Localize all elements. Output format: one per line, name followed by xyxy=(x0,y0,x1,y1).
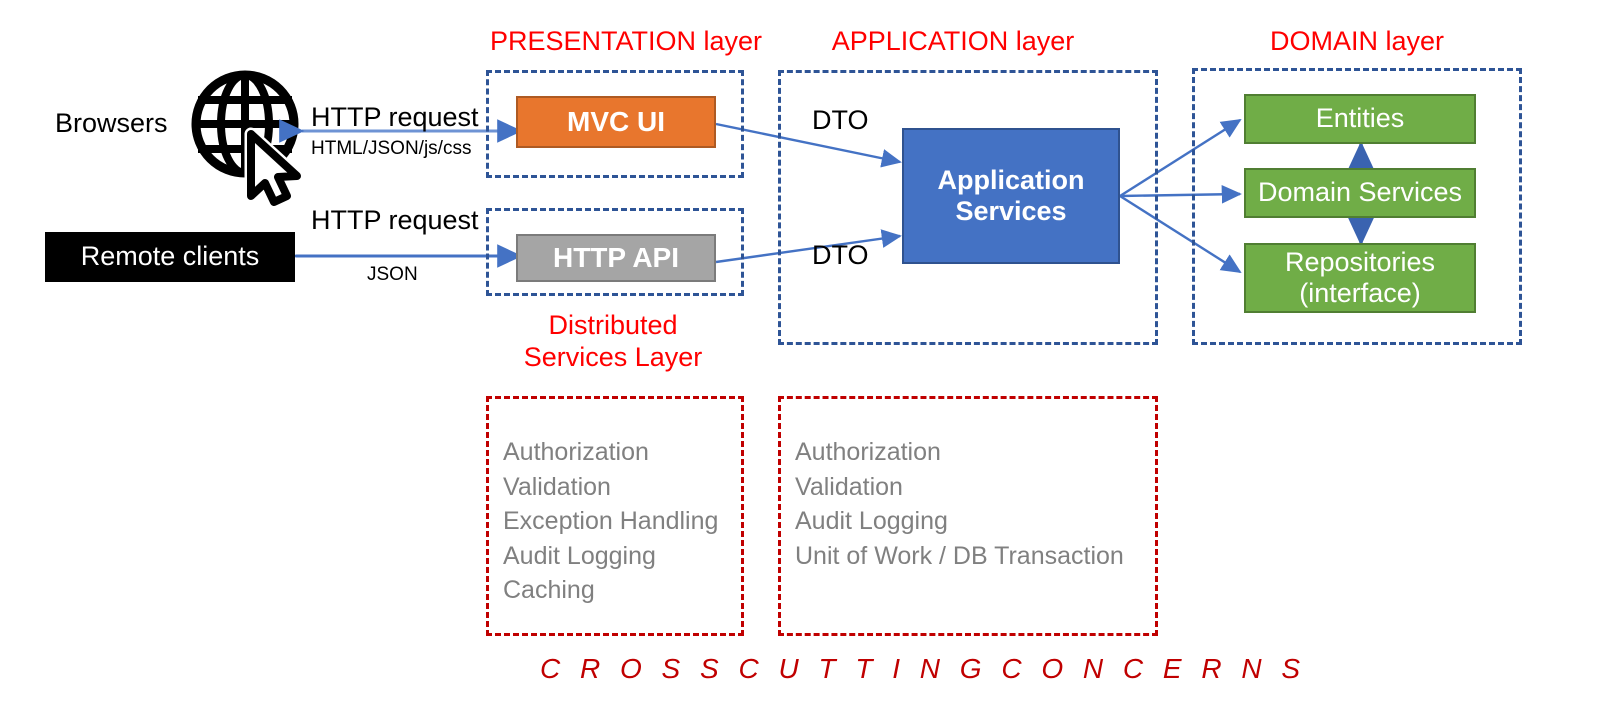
presentation-layer-api-container xyxy=(486,208,744,296)
crosscutting-footer-label: C R O S S C U T T I N G C O N C E R N S xyxy=(540,653,1307,684)
label-dto-bottom: DTO xyxy=(812,240,869,270)
crosscutting-list-application: Authorization Validation Audit Logging U… xyxy=(795,435,1155,573)
label-browser-response: HTML/JSON/js/css xyxy=(311,138,472,159)
component-mvc-ui[interactable]: MVC UI xyxy=(516,96,716,148)
globe-cursor-icon xyxy=(191,70,304,209)
crosscutting-item: Validation xyxy=(503,472,611,501)
crosscutting-box-distributed-services: Authorization Validation Exception Handl… xyxy=(486,396,744,636)
repositories-label-line1: Repositories xyxy=(1284,246,1436,277)
repositories-label-line2: (interface) xyxy=(1299,278,1421,308)
browsers-label: Browsers xyxy=(55,108,168,138)
layer-caption-application: APPLICATION layer xyxy=(831,26,1075,56)
crosscutting-item: Authorization xyxy=(503,438,649,466)
crosscutting-item: Audit Logging xyxy=(503,541,656,570)
crosscutting-item: Validation xyxy=(795,472,903,501)
layer-caption-domain: DOMAIN layer xyxy=(1269,26,1445,56)
remote-clients-block: Remote clients xyxy=(45,232,295,282)
crosscutting-item: Audit Logging xyxy=(795,507,948,535)
crosscutting-item: Caching xyxy=(503,576,595,604)
component-entities[interactable]: Entities xyxy=(1244,94,1476,144)
crosscutting-item: Exception Handling xyxy=(503,507,719,535)
component-http-api[interactable]: HTTP API xyxy=(516,234,716,282)
layer-caption-presentation: PRESENTATION layer xyxy=(490,26,763,56)
application-layer-container xyxy=(778,70,1158,345)
label-remote-http-request: HTTP request xyxy=(311,205,479,235)
layer-caption-distributed-services: Distributed Services Layer xyxy=(523,310,703,372)
component-repositories[interactable]: Repositories (interface) xyxy=(1244,243,1476,313)
component-domain-services[interactable]: Domain Services xyxy=(1244,168,1476,218)
domain-layer-container xyxy=(1192,68,1522,345)
crosscutting-item: Authorization xyxy=(795,438,941,466)
label-remote-response: JSON xyxy=(367,264,418,285)
label-browser-http-request: HTTP request xyxy=(311,102,479,132)
crosscutting-item: Unit of Work / DB Transaction xyxy=(795,541,1124,570)
presentation-layer-mvc-container xyxy=(486,70,744,178)
label-dto-top: DTO xyxy=(812,105,869,135)
crosscutting-box-application: Authorization Validation Audit Logging U… xyxy=(778,396,1158,636)
crosscutting-list-distributed-services: Authorization Validation Exception Handl… xyxy=(503,435,741,608)
